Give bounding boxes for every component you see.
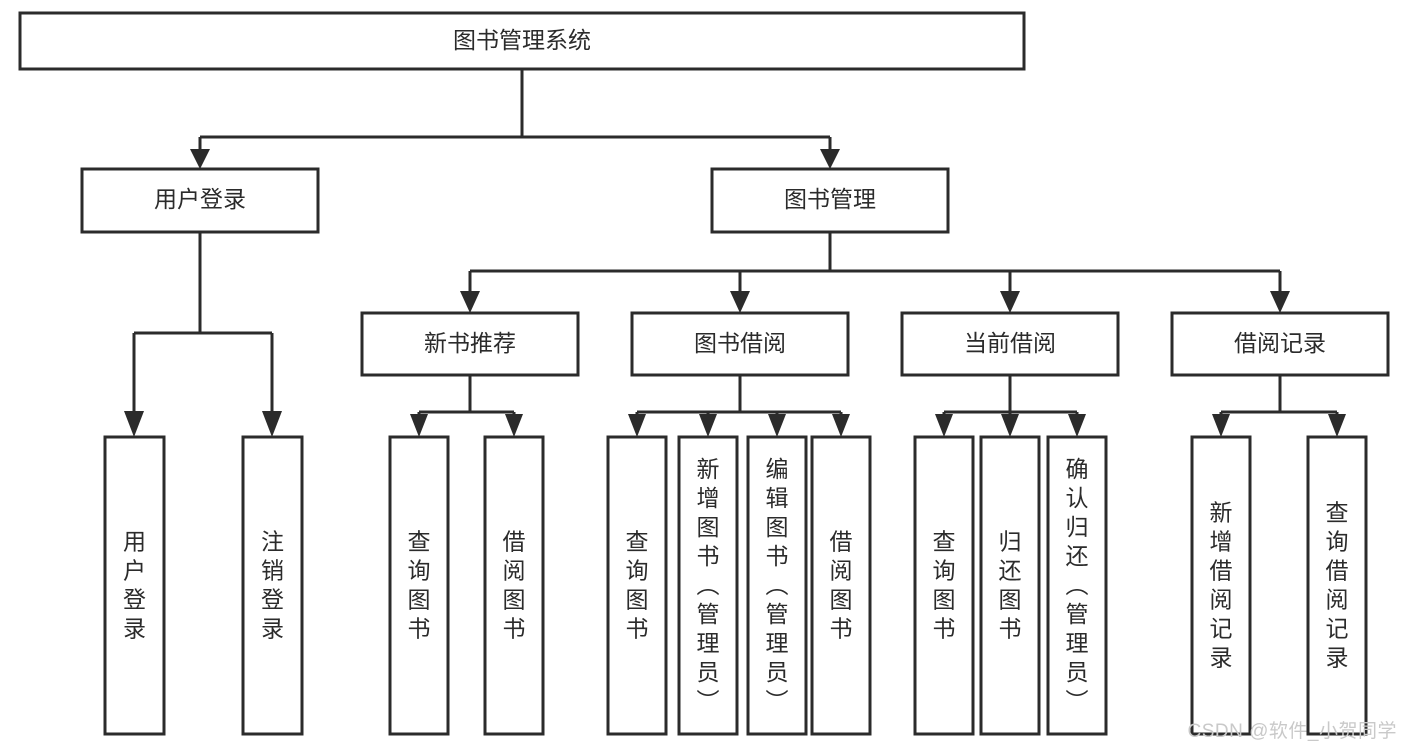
node-current-borrow[interactable]: 当前借阅 [900, 311, 1120, 377]
arrowhead-book-management [820, 149, 840, 169]
leaf-node-label: 用户登录 [123, 529, 146, 642]
leaf-node-label: 查询图书 [626, 529, 649, 642]
leaf-node[interactable]: 编辑图书︵管理员︶ [746, 435, 808, 736]
node-new-book-recommend-box[interactable] [360, 311, 580, 377]
leaf-node-box[interactable] [810, 435, 872, 736]
leaf-node[interactable]: 用户登录 [103, 435, 166, 736]
leaf-node-label: 确认归还︵管理员︶ [1066, 456, 1089, 714]
arrowhead-leaf-query-books-bb [628, 414, 646, 437]
leaf-node-label: 新增借阅记录 [1210, 500, 1233, 671]
node-root-box[interactable] [18, 11, 1026, 71]
leaf-node[interactable]: 注销登录 [241, 435, 304, 736]
leaf-node[interactable]: 查询图书 [606, 435, 668, 736]
leaf-node[interactable]: 查询图书 [913, 435, 975, 736]
connector-new-book-recommend-to-leaves [410, 375, 523, 437]
leaf-node[interactable]: 归还图书 [979, 435, 1041, 736]
leaf-node-label: 查询图书 [408, 529, 431, 642]
connector-layer [124, 69, 1346, 437]
connector-current-borrow-to-leaves [935, 375, 1086, 437]
arrowhead-leaf-add-record [1212, 414, 1230, 437]
leaf-node[interactable]: 查询图书 [388, 435, 450, 736]
node-book-borrow[interactable]: 图书借阅 [630, 311, 850, 377]
node-book-borrow-label: 图书借阅 [694, 330, 786, 356]
connector-user-login-to-leaves [124, 232, 282, 437]
leaf-node-label: 归还图书 [999, 529, 1022, 642]
arrowhead-leaf-confirm-return [1068, 414, 1086, 437]
arrowhead-leaf-query-books-new [410, 414, 428, 437]
node-user-login-label: 用户登录 [154, 186, 246, 212]
node-borrow-records[interactable]: 借阅记录 [1170, 311, 1390, 377]
connector-root-to-level2 [190, 69, 840, 169]
node-book-management-box[interactable] [710, 167, 950, 234]
leaf-node-box[interactable] [1306, 435, 1368, 736]
leaf-node-label: 查询借阅记录 [1326, 500, 1349, 671]
leaf-node-label: 注销登录 [261, 529, 284, 642]
node-root[interactable]: 图书管理系统 [18, 11, 1026, 71]
node-borrow-records-label: 借阅记录 [1234, 330, 1326, 356]
connector-book-management-to-level3 [460, 232, 1290, 313]
leaf-node-box[interactable] [1190, 435, 1252, 736]
leaf-node[interactable]: 新增借阅记录 [1190, 435, 1252, 736]
node-new-book-recommend-label: 新书推荐 [424, 330, 516, 356]
node-book-management[interactable]: 图书管理 [710, 167, 950, 234]
leaf-node-layer: 用户登录 注销登录 查询图书 借阅图书 查询图书 新增图书︵管理员︶ 编辑图书︵管理员︶ 借阅… [103, 435, 1368, 736]
node-book-management-label: 图书管理 [784, 186, 876, 212]
node-new-book-recommend[interactable]: 新书推荐 [360, 311, 580, 377]
arrowhead-leaf-borrow-books-new [505, 414, 523, 437]
arrowhead-leaf-query-record [1328, 414, 1346, 437]
arrowhead-leaf-user-login [124, 411, 144, 437]
node-book-borrow-box[interactable] [630, 311, 850, 377]
arrowhead-leaf-query-books-cb [935, 414, 953, 437]
leaf-node-label: 查询图书 [933, 529, 956, 642]
leaf-node-label: 借阅图书 [503, 529, 526, 642]
connector-book-borrow-to-leaves [628, 375, 850, 437]
leaf-node-box[interactable] [913, 435, 975, 736]
leaf-node-box[interactable] [103, 435, 166, 736]
leaf-node[interactable]: 借阅图书 [483, 435, 545, 736]
leaf-node-label: 借阅图书 [830, 529, 853, 642]
leaf-node-box[interactable] [677, 435, 739, 736]
arrowhead-book-borrow [730, 291, 750, 313]
leaf-node-label: 编辑图书︵管理员︶ [766, 456, 789, 714]
node-root-label: 图书管理系统 [453, 27, 591, 53]
leaf-node-box[interactable] [483, 435, 545, 736]
leaf-node-box[interactable] [1046, 435, 1108, 736]
arrowhead-user-login [190, 149, 210, 169]
arrowhead-leaf-logout [262, 411, 282, 437]
node-borrow-records-box[interactable] [1170, 311, 1390, 377]
leaf-node[interactable]: 查询借阅记录 [1306, 435, 1368, 736]
node-current-borrow-box[interactable] [900, 311, 1120, 377]
leaf-node-box[interactable] [606, 435, 668, 736]
arrowhead-current-borrow [1000, 291, 1020, 313]
leaf-node-box[interactable] [979, 435, 1041, 736]
leaf-node-box[interactable] [241, 435, 304, 736]
leaf-node[interactable]: 新增图书︵管理员︶ [677, 435, 739, 736]
arrowhead-leaf-add-book [699, 414, 717, 437]
leaf-node[interactable]: 确认归还︵管理员︶ [1046, 435, 1108, 736]
connector-borrow-records-to-leaves [1212, 375, 1346, 437]
leaf-node-label: 新增图书︵管理员︶ [697, 456, 720, 714]
leaf-node[interactable]: 借阅图书 [810, 435, 872, 736]
leaf-node-box[interactable] [388, 435, 450, 736]
node-user-login-box[interactable] [80, 167, 320, 234]
arrowhead-leaf-borrow-books-bb [832, 414, 850, 437]
arrowhead-borrow-records [1270, 291, 1290, 313]
arrowhead-leaf-edit-book [768, 414, 786, 437]
arrowhead-new-book-recommend [460, 291, 480, 313]
arrowhead-leaf-return-book [1001, 414, 1019, 437]
node-user-login[interactable]: 用户登录 [80, 167, 320, 234]
node-current-borrow-label: 当前借阅 [964, 330, 1056, 356]
leaf-node-box[interactable] [746, 435, 808, 736]
